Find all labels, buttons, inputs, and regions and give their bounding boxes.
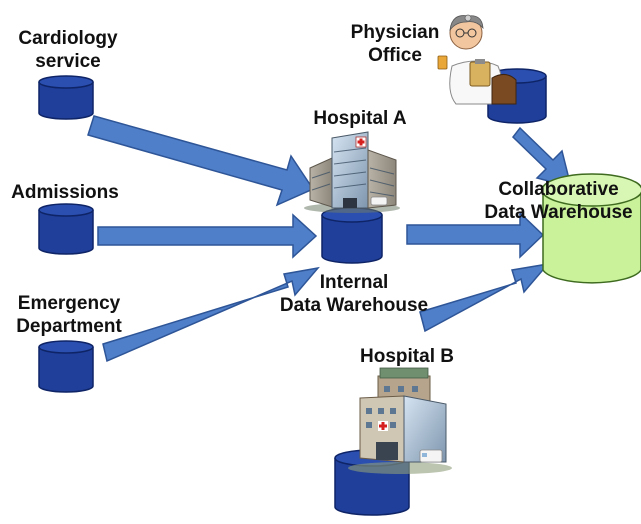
physician-character-icon xyxy=(437,14,517,105)
arrow-admissions-to-hospital-a xyxy=(97,213,318,259)
arrow-hospital-b-to-collaborative xyxy=(419,262,550,333)
hospital-building-icon xyxy=(304,131,400,213)
admissions-label: Admissions xyxy=(8,181,122,204)
database-cardiology xyxy=(38,75,94,120)
internal-data-warehouse-label: Internal Data Warehouse xyxy=(274,271,434,317)
hospital-a-label: Hospital A xyxy=(305,107,415,130)
hospital-complex-icon xyxy=(348,367,452,474)
database-collaborative-warehouse xyxy=(541,173,641,284)
cardiology-line2: service xyxy=(35,51,101,72)
internal-line2: Data Warehouse xyxy=(279,295,429,316)
arrow-emergency-to-hospital-a xyxy=(102,266,320,363)
arrow-cardiology-to-hospital-a xyxy=(87,115,315,207)
hospital-a-text: Hospital A xyxy=(313,108,407,129)
physician-line2: Office xyxy=(368,45,422,66)
hospital-b-text: Hospital B xyxy=(360,346,454,367)
emergency-line2: Department xyxy=(16,316,122,337)
physician-line1: Physician xyxy=(350,22,440,43)
database-internal-warehouse xyxy=(321,207,383,264)
cardiology-line1: Cardiology xyxy=(18,28,118,49)
cardiology-service-label: Cardiology service xyxy=(18,27,118,73)
collaborative-line1: Collaborative xyxy=(498,179,619,200)
database-emergency xyxy=(38,340,94,393)
collaborative-line2: Data Warehouse xyxy=(484,202,633,223)
hospital-b-label: Hospital B xyxy=(352,345,462,368)
physician-office-label: Physician Office xyxy=(345,21,445,67)
collaborative-data-warehouse-label: Collaborative Data Warehouse xyxy=(476,178,641,224)
internal-line1: Internal xyxy=(319,272,389,293)
emergency-department-label: Emergency Department xyxy=(10,292,128,338)
emergency-line1: Emergency xyxy=(17,293,121,314)
admissions-text: Admissions xyxy=(11,182,119,203)
database-admissions xyxy=(38,203,94,255)
arrow-internal-to-collaborative xyxy=(406,211,545,259)
arrows xyxy=(87,115,573,363)
